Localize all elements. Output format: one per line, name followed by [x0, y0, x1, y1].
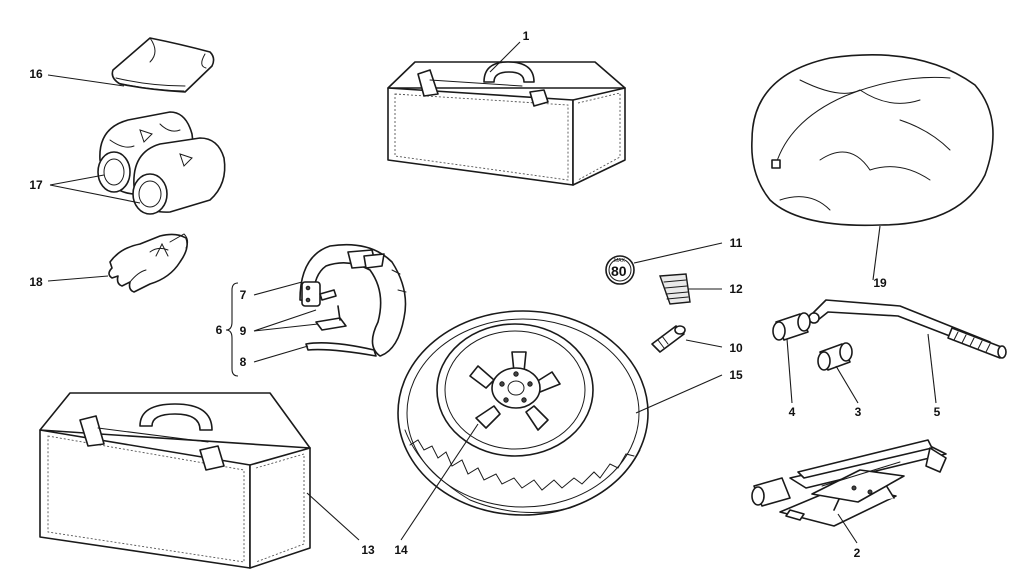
wheel-spokes: [469, 351, 561, 431]
callout-7: 7: [240, 288, 247, 302]
callout-19: 19: [873, 276, 887, 290]
callout-12: 12: [729, 282, 743, 296]
callout-17: 17: [29, 178, 43, 192]
callout-16: 16: [29, 67, 43, 81]
callout-18: 18: [29, 275, 43, 289]
callout-2: 2: [854, 546, 861, 560]
spare-wheel-part: [397, 310, 649, 516]
callout-11: 11: [730, 236, 743, 250]
cloth-part: [111, 37, 215, 93]
callout-15: 15: [729, 368, 743, 382]
callout-5: 5: [934, 405, 941, 419]
callout-13: 13: [361, 543, 375, 557]
gloves-part: [108, 233, 189, 293]
strap-part: [299, 243, 407, 357]
socket-small-part: [817, 342, 853, 371]
callout-4: 4: [789, 405, 796, 419]
leader-lines: [47, 41, 937, 544]
small-tool-bag-part: [387, 61, 626, 186]
wheel-wrench-part: [808, 299, 1007, 359]
callout-9: 9: [240, 324, 247, 338]
callout-labels: 1 2 3 4 5 6 7 8 9 10 11 12 13 14 15 16 1…: [29, 29, 940, 560]
speed-sign-value: 80: [611, 263, 627, 279]
callout-6: 6: [216, 323, 223, 337]
socket-large-part: [772, 312, 811, 341]
label-sticker: [659, 273, 691, 305]
covers-part: [97, 111, 226, 215]
scissor-jack-part: [751, 439, 947, 527]
callout-10: 10: [729, 341, 743, 355]
callout-1: 1: [523, 29, 530, 43]
large-tool-bag-part: [39, 392, 311, 569]
callout-8: 8: [240, 355, 247, 369]
speed-limit-sticker: MAX 80: [605, 255, 635, 285]
tyre-valve-part: [651, 325, 686, 353]
callout-14: 14: [394, 543, 408, 557]
callout-3: 3: [855, 405, 862, 419]
speed-sign-small-text: MAX: [614, 258, 626, 264]
wheel-cover-part: [751, 54, 994, 227]
